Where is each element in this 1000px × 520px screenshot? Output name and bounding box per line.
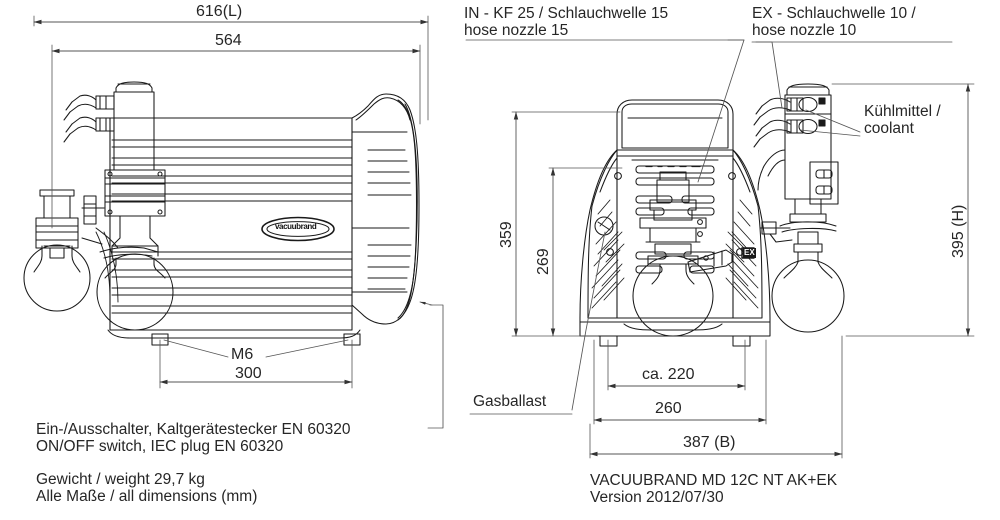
front-view-dimensions: [465, 39, 975, 459]
note-switch-de: Ein-/Ausschalter, Kaltgerätestecker EN 6…: [36, 421, 351, 438]
dim-height-body: 359: [498, 221, 515, 248]
dim-height-overall: 395 (H): [950, 204, 967, 258]
callout-exhaust-line2: hose nozzle 10: [752, 22, 857, 39]
dim-width-overall: 387 (B): [683, 434, 736, 451]
callout-coolant-line2: coolant: [864, 120, 914, 137]
ex-badge: EX: [743, 248, 756, 258]
product-name: VACUUBRAND MD 12C NT AK+EK: [590, 472, 838, 489]
dim-width-base: 260: [655, 400, 682, 417]
note-units: Alle Maße / all dimensions (mm): [36, 488, 258, 505]
callout-exhaust-line1: EX - Schlauchwelle 10 /: [752, 5, 916, 22]
side-view-dimensions: [33, 15, 444, 429]
side-view-geometry: [23, 81, 420, 346]
dim-thread-m6: M6: [231, 346, 254, 363]
note-weight: Gewicht / weight 29,7 kg: [36, 471, 205, 488]
callout-inlet-line2: hose nozzle 15: [464, 22, 569, 39]
callout-gas-ballast: Gasballast: [473, 393, 547, 410]
dim-height-inner: 269: [535, 248, 552, 275]
callout-inlet-line1: IN - KF 25 / Schlauchwelle 15: [464, 5, 669, 22]
dim-length-overall: 616(L): [196, 3, 243, 20]
dim-length-body: 564: [215, 32, 242, 49]
note-switch-en: ON/OFF switch, IEC plug EN 60320: [36, 438, 284, 455]
vacuubrand-logo: vacuubrand: [275, 222, 317, 231]
dim-foot-spacing: 300: [235, 365, 262, 382]
dim-width-approx: ca. 220: [642, 366, 695, 383]
front-view-geometry: [579, 83, 845, 347]
product-version: Version 2012/07/30: [590, 489, 724, 506]
callout-coolant-line1: Kühlmittel /: [864, 103, 941, 120]
